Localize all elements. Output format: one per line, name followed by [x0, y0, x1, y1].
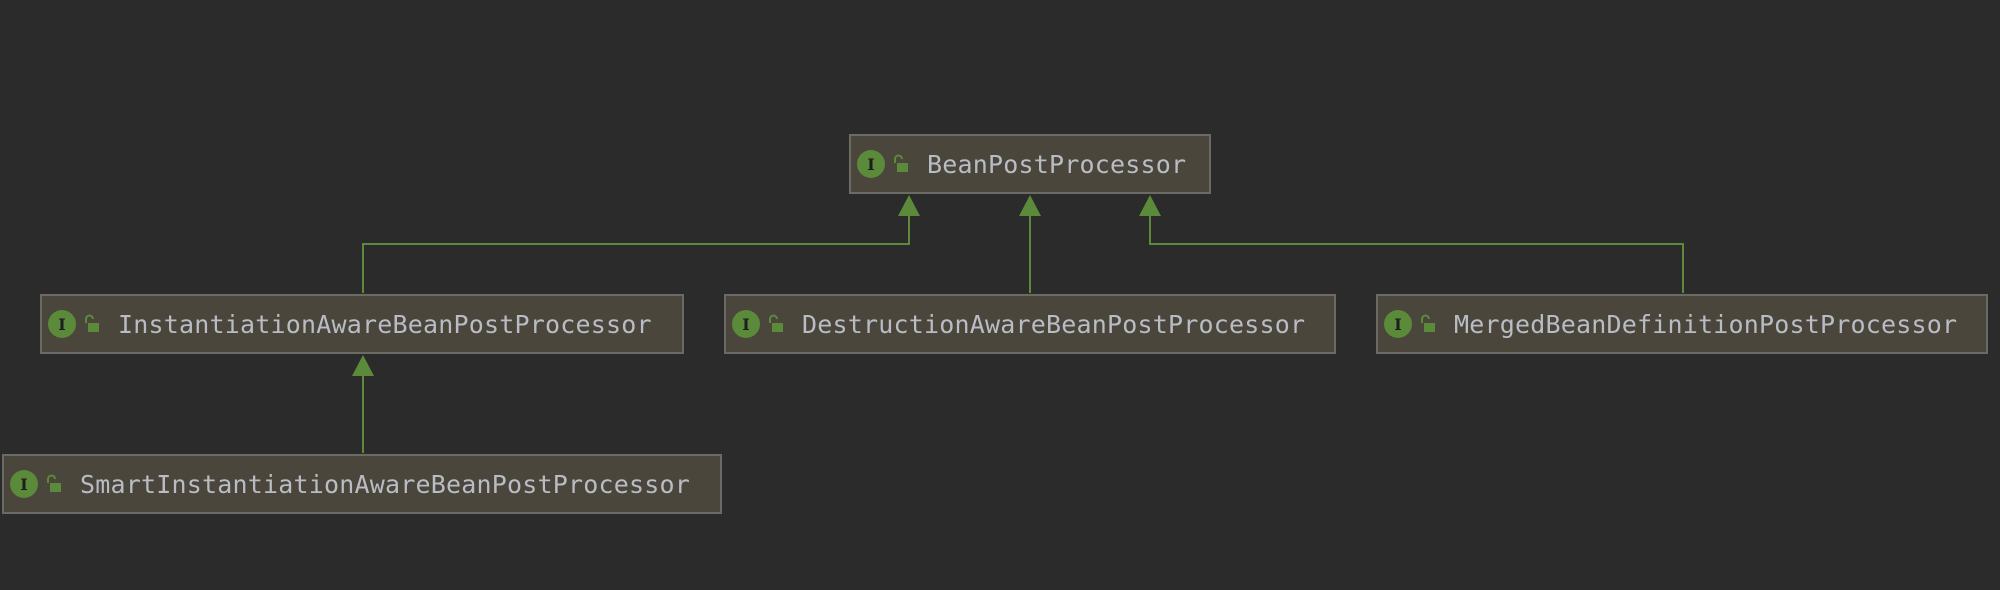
unlocked-padlock-icon [769, 314, 783, 332]
unlocked-padlock-icon [1421, 314, 1435, 332]
interface-badge-icon: I [857, 150, 885, 178]
arrowhead-root-right [1139, 195, 1161, 216]
unlocked-padlock-icon [894, 154, 908, 172]
node-merged-bean-definition-post-processor[interactable]: I MergedBeanDefinitionPostProcessor [1376, 294, 1988, 354]
node-destruction-aware-bean-post-processor[interactable]: I DestructionAwareBeanPostProcessor [724, 294, 1336, 354]
node-bean-post-processor[interactable]: I BeanPostProcessor [849, 134, 1211, 194]
arrowhead-root-left [898, 195, 920, 216]
interface-badge-icon: I [10, 470, 38, 498]
node-label: MergedBeanDefinitionPostProcessor [1454, 309, 1958, 339]
unlocked-padlock-icon [47, 474, 61, 492]
node-label: InstantiationAwareBeanPostProcessor [118, 309, 652, 339]
arrowhead-root-center [1019, 195, 1041, 216]
edge-instantiation-to-root [362, 215, 910, 293]
edge-merged-to-root [1149, 215, 1684, 293]
node-label: DestructionAwareBeanPostProcessor [802, 309, 1306, 339]
interface-badge-icon: I [48, 310, 76, 338]
interface-badge-icon: I [732, 310, 760, 338]
unlocked-padlock-icon [85, 314, 99, 332]
node-label: SmartInstantiationAwareBeanPostProcessor [80, 469, 691, 499]
interface-badge-icon: I [1384, 310, 1412, 338]
node-smart-instantiation-aware-bean-post-processor[interactable]: I SmartInstantiationAwareBeanPostProcess… [2, 454, 722, 514]
node-instantiation-aware-bean-post-processor[interactable]: I InstantiationAwareBeanPostProcessor [40, 294, 684, 354]
arrowhead-instantiation [352, 355, 374, 376]
node-label: BeanPostProcessor [927, 149, 1187, 179]
